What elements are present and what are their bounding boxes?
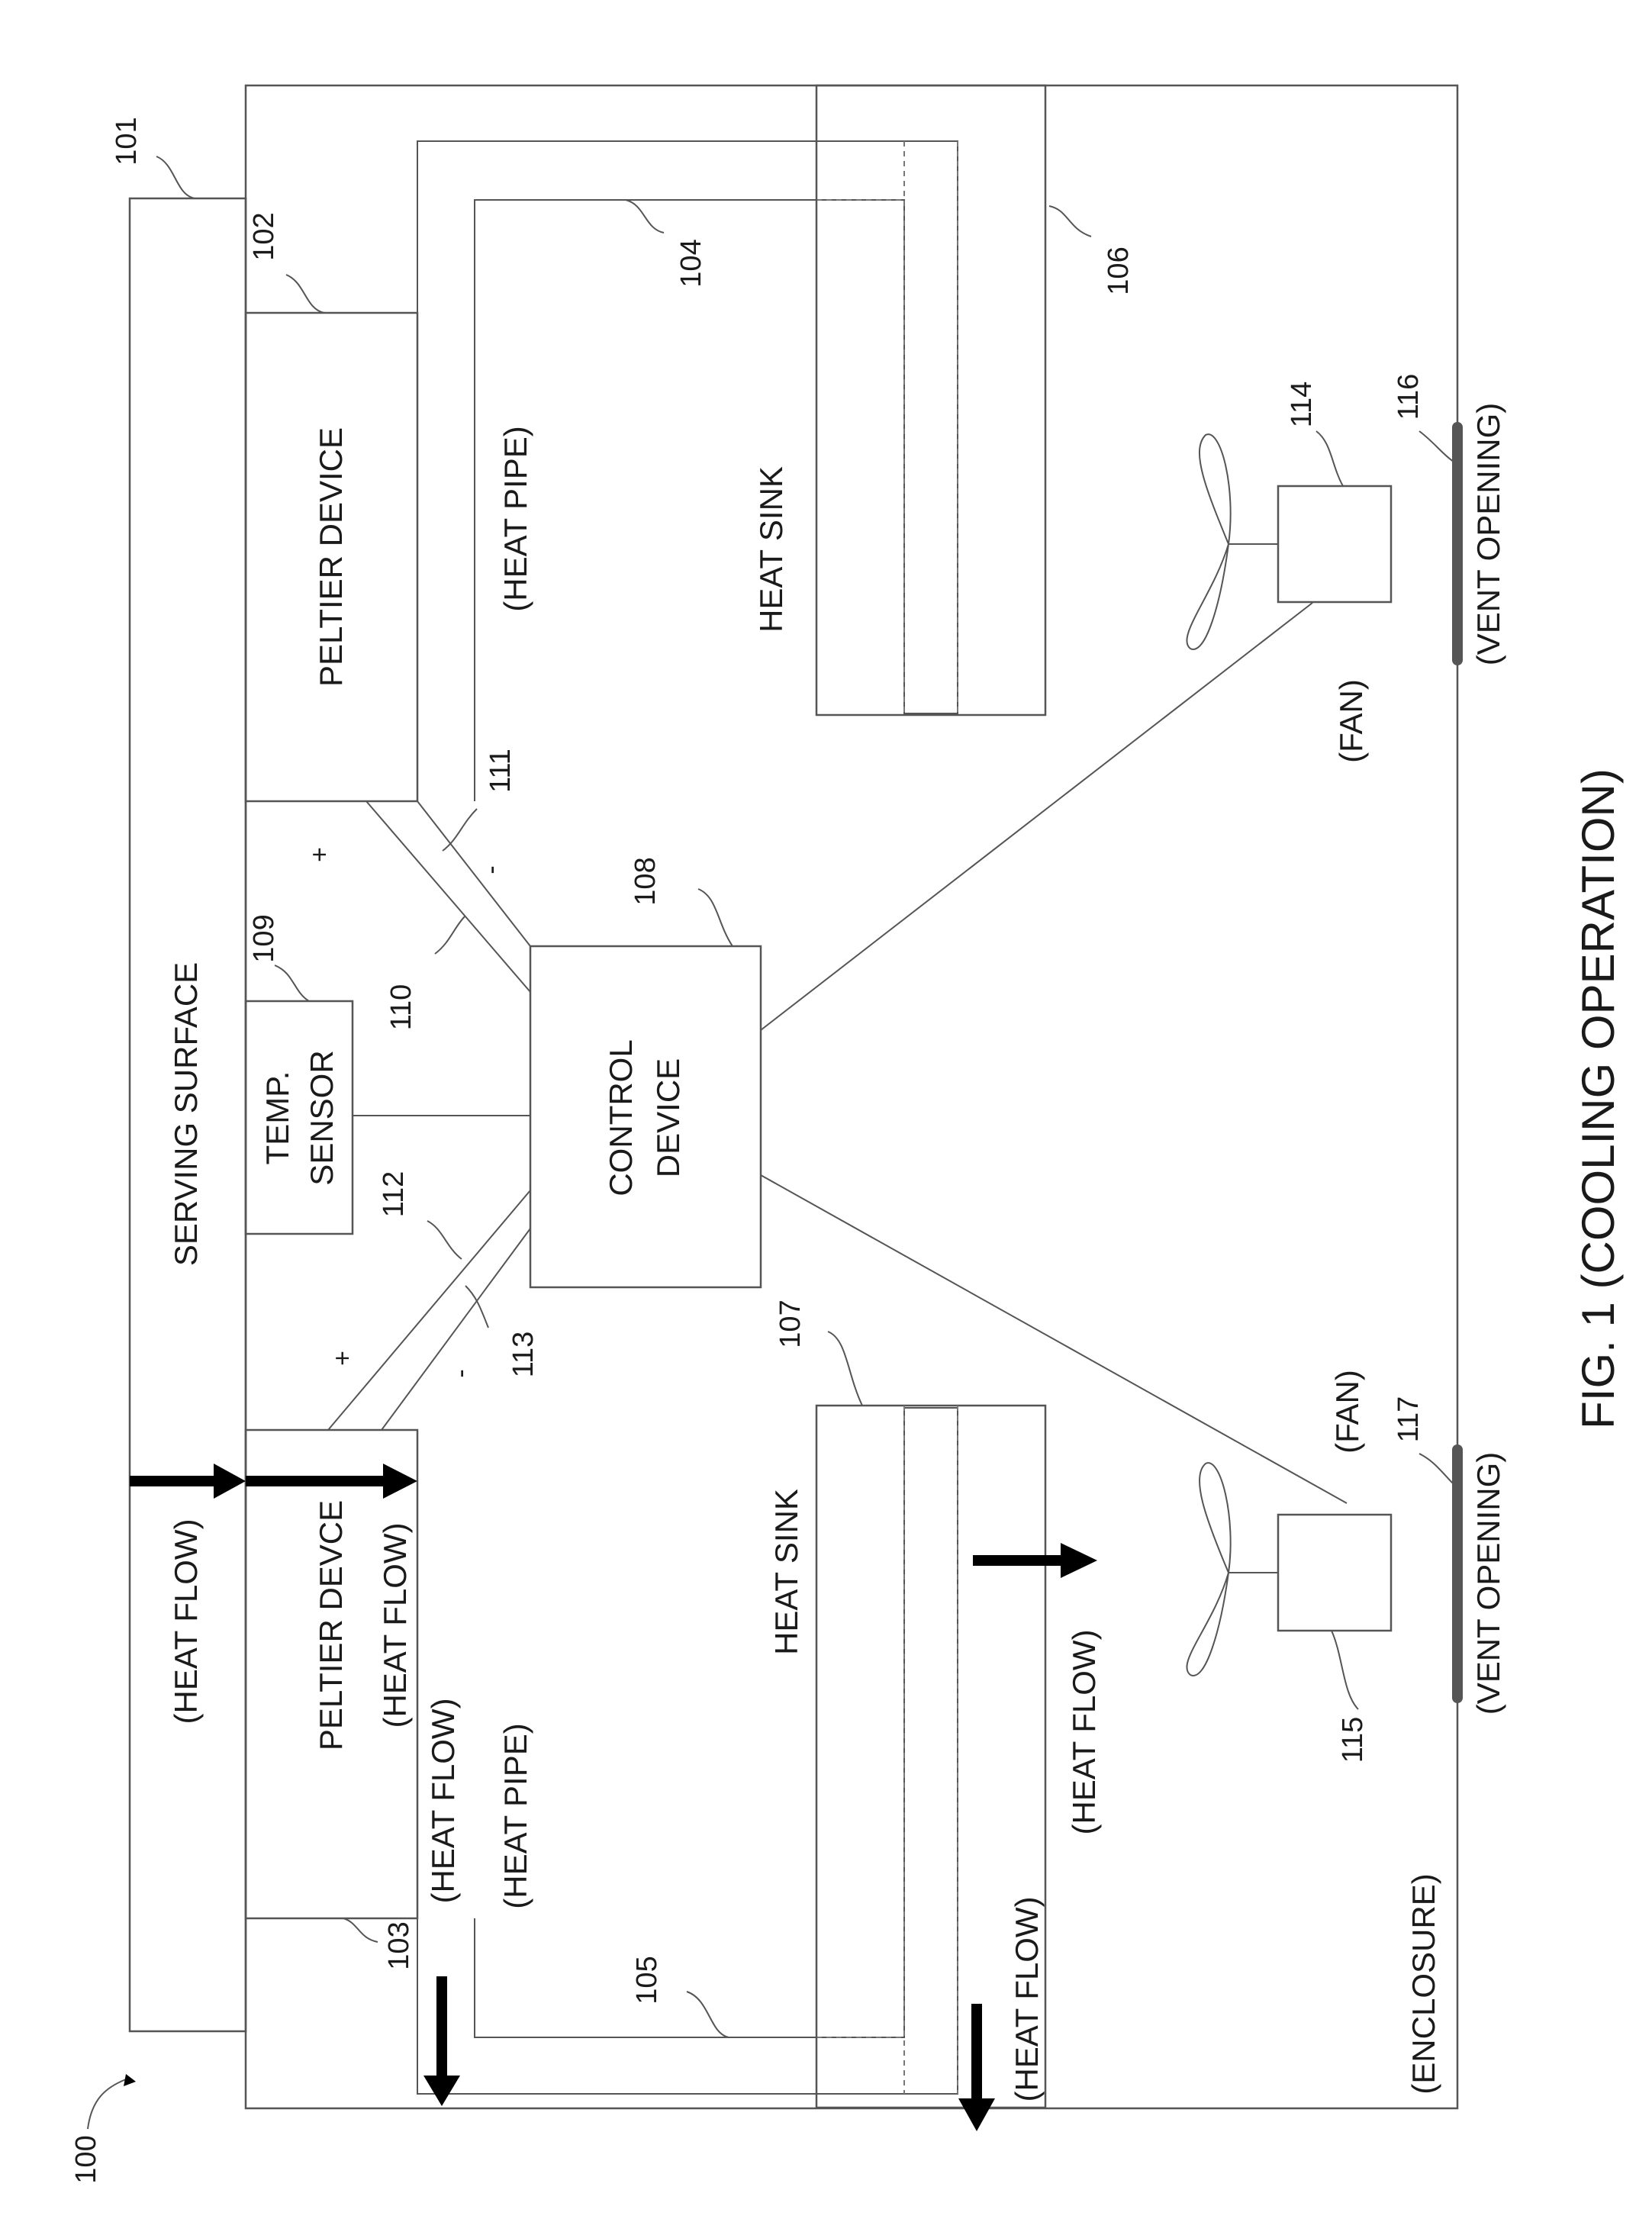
ref-105: 105 xyxy=(631,1956,663,2004)
peltier-device-bottom-label: PELTIER DEVCE xyxy=(313,1500,349,1750)
heat-flow-arrow-sink xyxy=(973,1543,1097,1578)
heat-sink-top-label: HEAT SINK xyxy=(753,466,789,633)
leader-102 xyxy=(286,275,324,313)
leader-109 xyxy=(275,965,309,1001)
heat-sink-bottom-label: HEAT SINK xyxy=(768,1489,804,1655)
heat-flow-arrow-exit xyxy=(958,2004,995,2131)
ref-111: 111 xyxy=(485,749,517,793)
control-device-label-2: DEVICE xyxy=(650,1058,686,1177)
control-device-label-1: CONTROL xyxy=(603,1039,639,1196)
control-device-box xyxy=(530,946,761,1287)
leader-117 xyxy=(1419,1454,1454,1484)
leader-106 xyxy=(1049,206,1091,237)
fan-bottom-blades xyxy=(1187,1463,1230,1676)
heat-flow-label-exit: (HEAT FLOW) xyxy=(1009,1896,1045,2101)
ref-110: 110 xyxy=(385,984,417,1031)
heat-flow-label-sink: (HEAT FLOW) xyxy=(1066,1629,1102,1834)
temp-sensor-label-2: SENSOR xyxy=(304,1050,340,1185)
ref-116: 116 xyxy=(1393,374,1425,420)
wire-112 xyxy=(328,1190,530,1430)
heat-sink-top-box xyxy=(816,85,1045,715)
ref-106: 106 xyxy=(1103,246,1135,295)
heat-pipe-top-label: (HEAT PIPE) xyxy=(498,426,533,612)
ref-117: 117 xyxy=(1393,1396,1425,1443)
heat-flow-arrow-surface xyxy=(130,1464,246,1499)
heat-flow-label-surface: (HEAT FLOW) xyxy=(168,1518,204,1724)
fan-top-blades xyxy=(1187,434,1230,649)
leader-101 xyxy=(156,156,195,198)
ref-104: 104 xyxy=(675,239,707,287)
wire-111 xyxy=(417,801,530,946)
ref-107: 107 xyxy=(774,1299,807,1348)
ref-102: 102 xyxy=(248,212,280,260)
heat-flow-arrow-pipe xyxy=(423,1976,460,2106)
fan-top-motor xyxy=(1278,486,1391,602)
leader-107 xyxy=(828,1332,862,1406)
leader-100-arrowhead xyxy=(124,2074,136,2086)
leader-116 xyxy=(1419,431,1454,462)
heat-flow-arrow-peltier xyxy=(246,1464,417,1499)
leader-103 xyxy=(343,1918,378,1942)
ref-113: 113 xyxy=(507,1332,539,1378)
fan-top-label: (FAN) xyxy=(1333,679,1369,763)
wire-fan-bottom xyxy=(761,1175,1347,1503)
ref-112: 112 xyxy=(378,1171,410,1218)
heat-pipe-bottom-label: (HEAT PIPE) xyxy=(498,1723,533,1909)
fan-bottom-label: (FAN) xyxy=(1329,1370,1365,1454)
leader-112 xyxy=(427,1221,462,1259)
polarity-minus-top: - xyxy=(477,865,506,874)
ref-101: 101 xyxy=(111,117,143,165)
enclosure-label: (ENCLOSURE) xyxy=(1406,1873,1441,2094)
leader-111 xyxy=(443,809,477,851)
fan-bottom-motor xyxy=(1278,1515,1391,1631)
figure-caption: FIG. 1 (COOLING OPERATION) xyxy=(1573,768,1624,1429)
wire-113 xyxy=(382,1229,530,1430)
heat-flow-label-pipe: (HEAT FLOW) xyxy=(425,1698,461,1903)
ref-108: 108 xyxy=(630,857,662,905)
ref-114: 114 xyxy=(1286,382,1318,428)
ref-109: 109 xyxy=(248,914,280,962)
vent-opening-top-label: (VENT OPENING) xyxy=(1470,403,1506,666)
leader-104 xyxy=(626,200,664,233)
leader-110 xyxy=(435,916,465,954)
leader-105 xyxy=(687,1992,729,2037)
peltier-device-top-label: PELTIER DEVICE xyxy=(313,427,349,687)
ref-100: 100 xyxy=(70,2135,102,2183)
wire-110 xyxy=(366,801,530,992)
leader-114 xyxy=(1316,431,1343,486)
heat-flow-label-peltier: (HEAT FLOW) xyxy=(377,1522,413,1728)
polarity-plus-bottom: + xyxy=(328,1351,357,1366)
leader-100 xyxy=(88,2079,126,2129)
serving-surface-label: SERVING SURFACE xyxy=(168,962,204,1266)
ref-115: 115 xyxy=(1337,1717,1369,1763)
leader-108 xyxy=(698,889,733,946)
polarity-plus-top: + xyxy=(305,847,334,862)
wire-fan-top xyxy=(761,603,1312,1030)
leader-115 xyxy=(1332,1631,1358,1709)
leader-113 xyxy=(465,1286,488,1328)
temp-sensor-label-1: TEMP. xyxy=(259,1071,295,1165)
polarity-minus-bottom: - xyxy=(446,1369,475,1377)
ref-103: 103 xyxy=(383,1921,415,1969)
vent-opening-bottom-label: (VENT OPENING) xyxy=(1470,1452,1506,1715)
